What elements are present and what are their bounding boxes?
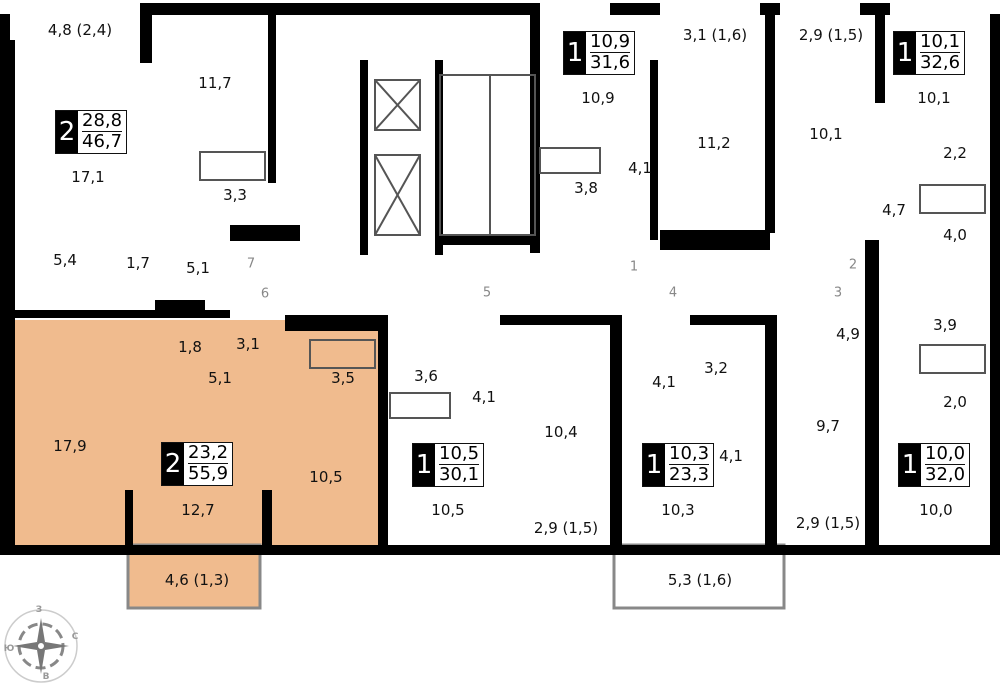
room-area: 4,7 xyxy=(882,201,906,219)
room-area: 3,5 xyxy=(331,369,355,387)
room-area: 3,2 xyxy=(704,359,728,377)
room-area: 10,5 xyxy=(431,501,465,519)
room-area: 11,2 xyxy=(697,134,731,152)
room-count: 1 xyxy=(413,444,435,486)
room-area: 10,4 xyxy=(544,423,578,441)
room-area: 4,1 xyxy=(628,159,652,177)
room-area: 5,4 xyxy=(53,251,77,269)
total-area: 46,7 xyxy=(82,131,123,152)
room-area: 10,9 xyxy=(581,89,615,107)
total-area: 32,6 xyxy=(920,52,961,73)
door-number: 6 xyxy=(260,286,270,302)
room-area: 5,1 xyxy=(186,259,210,277)
living-area: 10,0 xyxy=(925,443,966,465)
total-area: 32,0 xyxy=(925,464,966,485)
compass-north: С xyxy=(71,632,79,642)
room-area: 3,9 xyxy=(933,316,957,334)
room-count: 2 xyxy=(162,443,184,485)
room-area: 1,8 xyxy=(178,338,202,356)
room-count: 1 xyxy=(894,32,916,74)
room-area: 17,1 xyxy=(71,168,105,186)
room-area: 17,9 xyxy=(53,437,87,455)
living-area: 28,8 xyxy=(82,110,123,132)
room-area: 4,9 xyxy=(836,325,860,343)
room-area: 2,0 xyxy=(943,393,967,411)
room-area: 4,8 (2,4) xyxy=(47,21,113,39)
door-number: 7 xyxy=(246,256,256,272)
total-area: 30,1 xyxy=(439,464,480,485)
room-area: 4,1 xyxy=(652,373,676,391)
door-number: 5 xyxy=(482,285,492,301)
highlighted-apartment-fill xyxy=(15,320,378,545)
door-number: 1 xyxy=(629,259,639,275)
room-area: 11,7 xyxy=(198,74,232,92)
compass-east: В xyxy=(42,672,50,682)
room-area: 10,3 xyxy=(661,501,695,519)
door-number: 4 xyxy=(668,285,678,301)
living-area: 23,2 xyxy=(188,442,229,464)
room-area: 2,9 (1,5) xyxy=(795,514,861,532)
total-area: 55,9 xyxy=(188,463,229,484)
room-area: 1,7 xyxy=(126,254,150,272)
room-area: 3,6 xyxy=(414,367,438,385)
room-count: 1 xyxy=(899,444,921,486)
door-number: 3 xyxy=(833,285,843,301)
room-area: 4,6 (1,3) xyxy=(164,571,230,589)
room-area: 5,1 xyxy=(208,369,232,387)
room-area: 3,1 xyxy=(236,335,260,353)
total-area: 23,3 xyxy=(669,464,710,485)
room-area: 2,9 (1,5) xyxy=(798,26,864,44)
living-area: 10,5 xyxy=(439,443,480,465)
room-area: 12,7 xyxy=(181,501,215,519)
room-area: 10,0 xyxy=(919,501,953,519)
room-area: 3,8 xyxy=(574,179,598,197)
highlighted-balcony xyxy=(126,543,262,610)
room-area: 4,0 xyxy=(943,226,967,244)
room-area: 10,1 xyxy=(917,89,951,107)
room-area: 3,3 xyxy=(223,186,247,204)
living-area: 10,1 xyxy=(920,31,961,53)
room-area: 9,7 xyxy=(816,417,840,435)
room-count: 1 xyxy=(564,32,586,74)
door-number: 2 xyxy=(848,257,858,273)
total-area: 31,6 xyxy=(590,52,631,73)
room-area: 3,1 (1,6) xyxy=(682,26,748,44)
room-area: 2,9 (1,5) xyxy=(533,519,599,537)
compass-south: Ю xyxy=(3,644,15,654)
compass-west: З xyxy=(35,605,43,615)
room-count: 2 xyxy=(56,111,78,153)
room-area: 5,3 (1,6) xyxy=(667,571,733,589)
room-count: 1 xyxy=(643,444,665,486)
room-area: 4,1 xyxy=(719,447,743,465)
room-area: 10,5 xyxy=(309,468,343,486)
room-area: 10,1 xyxy=(809,125,843,143)
room-area: 2,2 xyxy=(943,144,967,162)
living-area: 10,9 xyxy=(590,31,631,53)
room-area: 4,1 xyxy=(472,388,496,406)
living-area: 10,3 xyxy=(669,443,710,465)
